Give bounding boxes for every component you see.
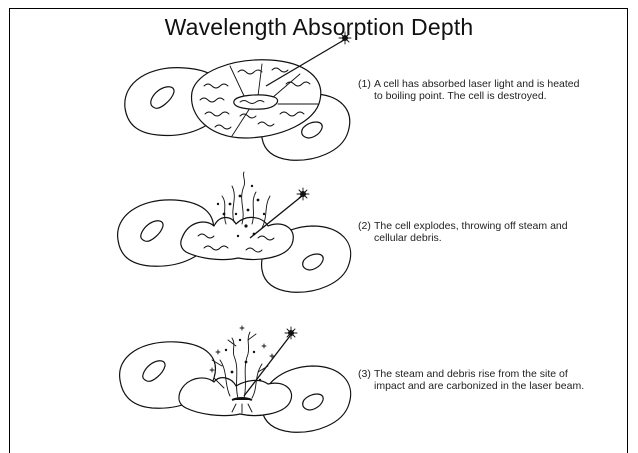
debris-particles-3: [225, 339, 261, 381]
exploding-cell-2: [181, 217, 293, 259]
step-1-caption: (1) A cell has absorbed laser light and …: [358, 78, 588, 102]
laser-source-icon: [339, 32, 351, 44]
impact-site-3: [232, 398, 252, 400]
collapsed-cell-3: [179, 378, 292, 416]
panel-3: [120, 326, 351, 432]
step-1-number: (1): [358, 78, 374, 102]
step-3-text: The steam and debris rise from the site …: [374, 368, 588, 392]
step-2-text: The cell explodes, throwing off steam an…: [374, 220, 588, 244]
step-1-text: A cell has absorbed laser light and is h…: [374, 78, 588, 102]
panel-2: [118, 172, 351, 292]
laser-source-icon-3: [285, 327, 297, 339]
step-3-caption: (3) The steam and debris rise from the s…: [358, 368, 588, 392]
step-2-caption: (2) The cell explodes, throwing off stea…: [358, 220, 588, 244]
step-3-number: (3): [358, 368, 374, 392]
laser-source-icon-2: [297, 188, 309, 200]
panel-1: [125, 32, 351, 160]
step-2-number: (2): [358, 220, 374, 244]
